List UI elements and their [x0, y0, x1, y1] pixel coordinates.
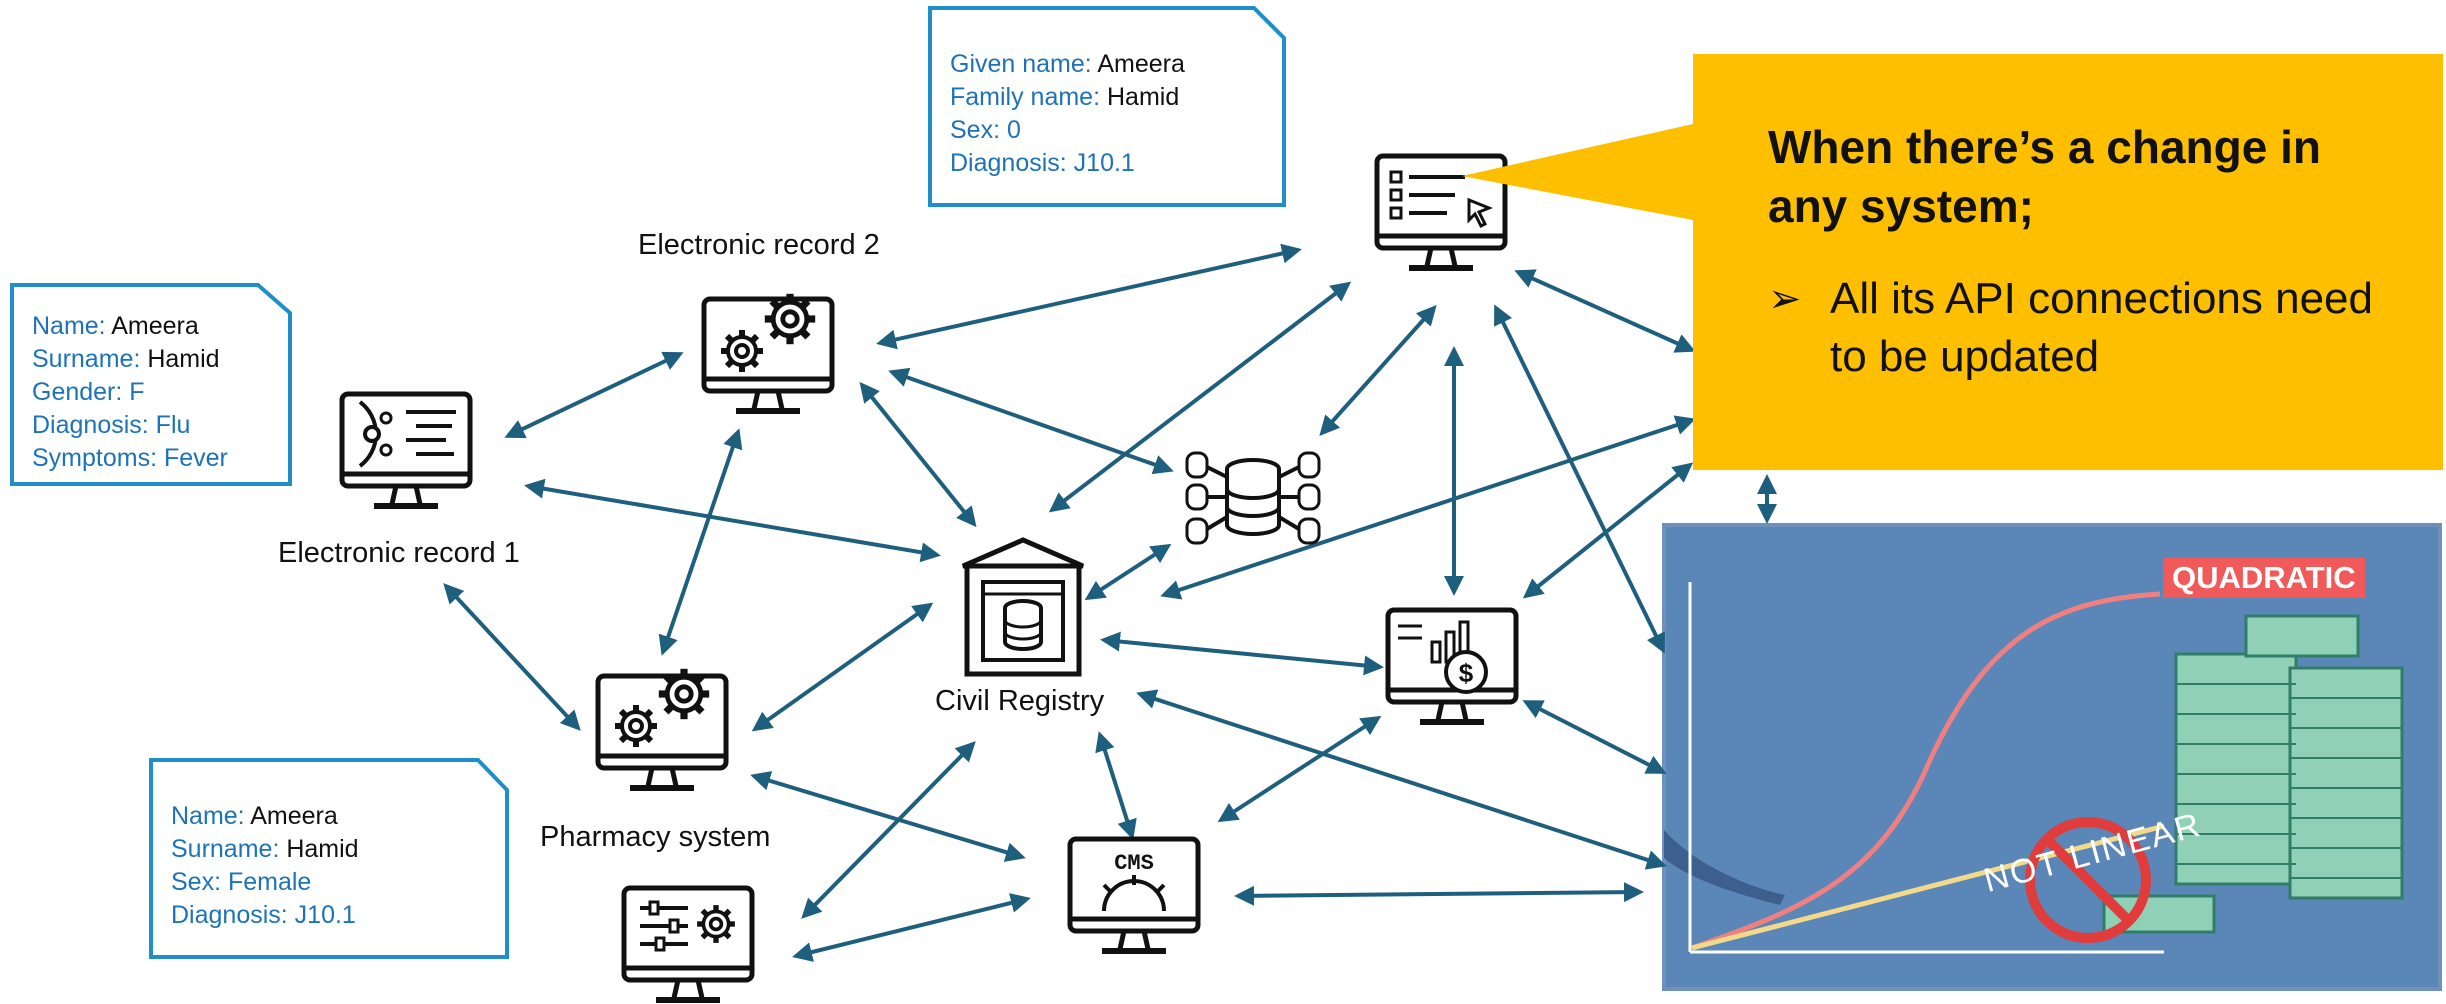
record-row: Name: Ameera [171, 800, 359, 833]
record-key: Symptoms: Fever [32, 444, 228, 472]
record-box-1 [10, 283, 292, 486]
record-row: Surname: Hamid [32, 343, 228, 376]
cost-growth-illustration [1664, 582, 2404, 954]
arrow-er2-pharmacy [658, 428, 743, 656]
monitor-sliders-icon [624, 888, 752, 1000]
record-row: Given name: Ameera [950, 48, 1185, 81]
arrow-civil-inset [1136, 689, 1667, 870]
record-row: Gender: F [32, 376, 228, 409]
database-network-icon [1185, 451, 1321, 545]
patient-record-3: Name: Ameera Surname: Hamid Sex: Female … [171, 800, 359, 932]
bullet-arrow-icon: ➢ [1768, 277, 1802, 321]
arrow-finance-cms [1217, 715, 1382, 823]
callout-box [1693, 54, 2443, 470]
record-row: Diagnosis: J10.1 [171, 899, 359, 932]
record-key: Sex: 0 [950, 116, 1021, 144]
database-building-icon [962, 537, 1084, 677]
connection-arrows [443, 243, 1777, 962]
record-key: Given name: [950, 50, 1092, 78]
record-row: Diagnosis: J10.1 [950, 147, 1185, 180]
label-electronic-record-1: Electronic record 1 [278, 537, 520, 569]
arrow-topmonitor-inset [1494, 304, 1665, 654]
cms-screen-text: CMS [1114, 851, 1154, 876]
label-civil-registry: Civil Registry [935, 685, 1105, 717]
record-key: Name: [32, 312, 106, 340]
arrow-cms-inset [1234, 882, 1644, 906]
callout-heading: When there’s a change in any system; [1768, 121, 2321, 232]
arrow-er1-civil [524, 478, 941, 563]
record-value: Hamid [286, 835, 359, 863]
monitor-gears-icon [598, 669, 726, 788]
monitor-gears-icon [704, 294, 832, 411]
arrow-civil-finance [1100, 631, 1384, 676]
arrow-er2-topmonitor [876, 243, 1302, 350]
monitor-dollar-chart-icon: $ [1388, 610, 1516, 722]
record-row: Surname: Hamid [171, 833, 359, 866]
arrow-cloud-right [1160, 415, 1696, 600]
record-key: Diagnosis: J10.1 [171, 901, 356, 929]
record-key: Gender: F [32, 378, 145, 406]
label-pharmacy-system: Pharmacy system [540, 821, 771, 853]
record-row: Symptoms: Fever [32, 442, 228, 475]
record-row: Sex: Female [171, 866, 359, 899]
record-row: Sex: 0 [950, 114, 1185, 147]
record-key: Diagnosis: J10.1 [950, 149, 1135, 177]
record-box-3 [149, 758, 509, 959]
record-key: Family name: [950, 83, 1101, 111]
arrow-civil-settings [801, 741, 976, 919]
record-key: Name: [171, 802, 245, 830]
arrow-topmonitor-right [1514, 269, 1696, 353]
arrow-er1-pharmacy [443, 583, 581, 731]
arrow-finance-right [1522, 462, 1694, 599]
record-value: Ameera [111, 312, 199, 340]
record-value: Hamid [1107, 83, 1180, 111]
record-value: Ameera [1097, 50, 1185, 78]
arrow-topmonitor-civil [1048, 281, 1352, 513]
money-stacks [2102, 614, 2404, 934]
record-key: Sex: Female [171, 868, 312, 896]
record-value: Ameera [250, 802, 338, 830]
callout-pointer [1462, 124, 1693, 220]
record-row: Name: Ameera [32, 310, 228, 343]
arrow-finance-inset [1522, 700, 1667, 774]
callout-content: When there’s a change in any system; ➢ A… [1768, 118, 2408, 386]
callout-bullet-text: All its API connections need to be updat… [1830, 274, 2373, 381]
arrow-er2-cloud [888, 367, 1174, 475]
record-box-2 [928, 6, 1286, 207]
arrow-er2-civil [859, 381, 977, 528]
record-key: Surname: [32, 345, 141, 373]
monitor-list-cursor-icon [1377, 156, 1505, 268]
prohibition-icon [2025, 817, 2151, 943]
arrow-er1-er2 [504, 351, 684, 439]
monitor-circuit-icon [342, 394, 470, 506]
record-row: Diagnosis: Flu [32, 409, 228, 442]
arrow-civil-pharmacy [751, 602, 934, 732]
arrow-pharmacy-cms [750, 771, 1026, 862]
label-electronic-record-2: Electronic record 2 [638, 229, 880, 261]
arrow-civil-cms [1095, 731, 1137, 840]
callout-bullet: ➢ All its API connections need to be upd… [1768, 270, 2408, 386]
patient-record-1: Name: Ameera Surname: Hamid Gender: F Di… [32, 310, 228, 475]
arrow-cloud-civil [1084, 543, 1172, 601]
quadratic-label: QUADRATIC [2163, 558, 2365, 598]
record-value: Hamid [147, 345, 220, 373]
record-key: Diagnosis: Flu [32, 411, 191, 439]
linear-line [1691, 823, 2165, 951]
record-row: Family name: Hamid [950, 81, 1185, 114]
arrow-topmonitor-cloud [1319, 305, 1437, 436]
quadratic-curve [1691, 591, 2161, 951]
record-key: Surname: [171, 835, 280, 863]
patient-record-2: Given name: Ameera Family name: Hamid Se… [950, 48, 1185, 180]
monitor-cms-icon: CMS [1070, 839, 1198, 951]
arrow-settings-cms [792, 893, 1031, 962]
svg-text:$: $ [1459, 658, 1474, 688]
